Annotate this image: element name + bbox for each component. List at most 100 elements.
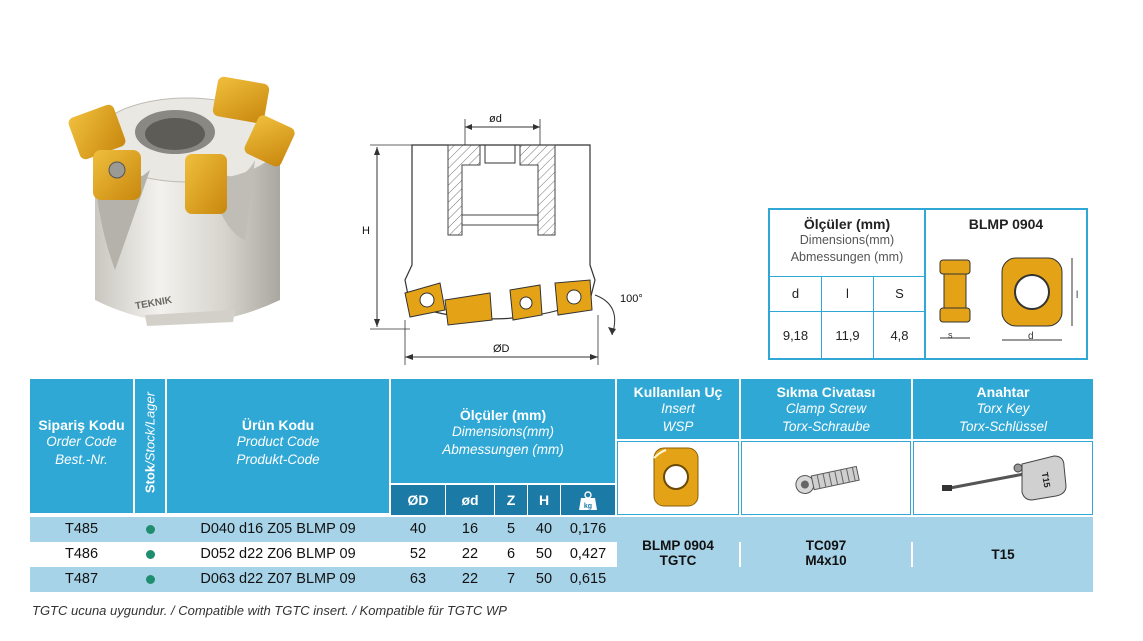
dimensions-title: Ölçüler (mm) [459,407,547,423]
weight-icon-label: kg [584,503,592,510]
order-code-title: Sipariş Kodu [38,417,125,433]
value-d: 9,18 [782,328,809,343]
screw-icon [795,465,860,495]
insert-dimensions-column: Ölçüler (mm) Dimensions(mm) Abmessungen … [770,210,926,358]
diameter-dimension-label: ØD [493,343,510,355]
in-stock-dot-icon [145,574,155,584]
screw-en: Clamp Screw [785,401,867,416]
insert-dimensions-table: Ölçüler (mm) Dimensions(mm) Abmessungen … [768,208,1088,360]
screw-title: Sıkma Civatası [776,384,876,400]
z-cell: 7 [506,571,516,587]
insert-l-label: l [1076,290,1079,301]
z-cell: 6 [506,546,516,562]
dimensions-header: Ölçüler (mm) Dimensions(mm) Abmessungen … [391,379,615,483]
insert-s-label: s [948,330,953,340]
angle-label: 100° [620,293,643,305]
technical-drawing: ød H ØD 100° [350,105,650,370]
product-code-title: Ürün Kodu [241,417,315,433]
screw-header: Sıkma Civatası Clamp Screw Torx-Schraube [741,379,911,439]
milling-cutter-photo: TEKNIK [55,70,315,345]
insert-dimensions-subtitle-de: Abmessungen (mm) [790,250,904,264]
col-s-header: S [895,286,904,301]
weight-icon: kg [579,491,597,511]
value-s: 4,8 [890,328,909,343]
insert-views-icon [939,257,1073,341]
key-image-cell: T15 [913,441,1093,515]
insert-en: Insert [661,401,695,416]
key-title: Anahtar [976,384,1030,400]
dimensions-de: Abmessungen (mm) [442,442,564,457]
torx-key-icon: T15 [942,455,1067,501]
order-code-de: Best.-Nr. [55,452,108,467]
d-outer-cell: 40 [409,521,427,537]
insert-d-label: d [1028,331,1034,342]
key-de: Torx-Schlüssel [958,419,1048,434]
col-l-header: l [846,286,849,301]
order-code-cell: T487 [64,571,99,587]
weight-cell: 0,176 [569,521,607,537]
screw-value-line1: TC097 [805,538,847,553]
dim-col-H: H [528,485,560,515]
dim-col-d: ød [446,485,494,515]
insert-value-line2: TGTC [659,553,697,568]
screw-de: Torx-Schraube [781,419,871,434]
insert-title: Kullanılan Uç [633,384,723,400]
stock-cell [135,517,165,542]
dim-col-D: ØD [391,485,445,515]
order-code-cell: T485 [64,521,99,537]
value-l: 11,9 [835,328,860,343]
insert-icon [653,447,699,507]
weight-cell: 0,427 [569,546,607,562]
stock-cell [135,567,165,592]
bore-dimension-label: ød [489,113,502,125]
in-stock-dot-icon [145,549,155,559]
h-cell: 50 [535,571,553,587]
weight-cell: 0,615 [569,571,607,587]
dim-col-Z: Z [495,485,527,515]
insert-dimensions-header: Ölçüler (mm) Dimensions(mm) Abmessungen … [770,210,924,277]
screw-image-cell [741,441,911,515]
insert-dimensions-title: Ölçüler (mm) [803,216,891,232]
insert-drawing-column: BLMP 0904 s d l [926,210,1086,358]
stock-header: Stok/Stock/Lager [135,379,165,513]
insert-value-line1: BLMP 0904 [642,538,714,553]
d-bore-cell: 16 [461,521,479,537]
product-table: Sipariş Kodu Order Code Best.-Nr. Stok/S… [30,379,1093,594]
product-code-de: Produkt-Code [236,452,320,467]
key-handle-label: T15 [1040,471,1053,488]
product-code-cell: D040 d16 Z05 BLMP 09 [200,521,356,537]
product-code-en: Product Code [236,434,320,449]
z-cell: 5 [506,521,516,537]
stock-cell [135,542,165,567]
screw-value-cell: TC097 M4x10 [741,517,911,592]
d-outer-cell: 63 [409,571,427,587]
order-code-en: Order Code [46,434,117,449]
d-bore-cell: 22 [461,571,479,587]
h-cell: 50 [535,546,553,562]
key-en: Torx Key [976,401,1030,416]
stock-rest: /Stock/Lager [142,391,158,465]
d-bore-cell: 22 [461,546,479,562]
insert-dimensions-subtitle-en: Dimensions(mm) [799,233,895,247]
height-dimension-label: H [362,225,370,237]
dim-col-weight: kg [561,485,615,515]
insert-de: WSP [662,419,694,434]
product-code-cell: D063 d22 Z07 BLMP 09 [200,571,356,587]
insert-name: BLMP 0904 [968,216,1044,232]
h-cell: 40 [535,521,553,537]
insert-header: Kullanılan Uç Insert WSP [617,379,739,439]
dimensions-en: Dimensions(mm) [451,424,554,439]
product-code-header: Ürün Kodu Product Code Produkt-Code [167,379,389,513]
order-code-cell: T486 [64,546,99,562]
col-d-header: d [791,286,800,301]
product-code-cell: D052 d22 Z06 BLMP 09 [200,546,356,562]
key-header: Anahtar Torx Key Torx-Schlüssel [913,379,1093,439]
stock-title: Stok [142,464,158,494]
footnote: TGTC ucuna uygundur. / Compatible with T… [32,603,507,618]
order-code-header: Sipariş Kodu Order Code Best.-Nr. [30,379,133,513]
d-outer-cell: 52 [409,546,427,562]
key-value-cell: T15 [913,517,1093,592]
in-stock-dot-icon [145,524,155,534]
insert-image-cell [617,441,739,515]
insert-value-cell: BLMP 0904 TGTC [617,517,739,592]
